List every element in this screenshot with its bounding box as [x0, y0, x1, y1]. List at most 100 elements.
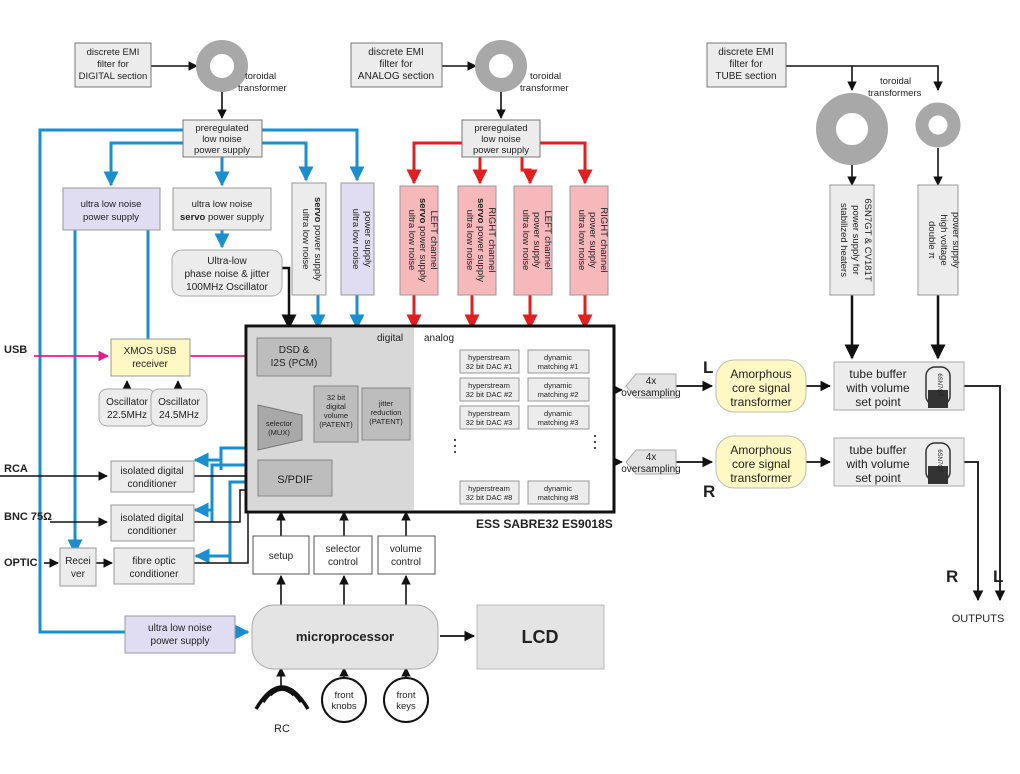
vacuum-tube-right-icon: 6SN7GT [925, 442, 951, 484]
svg-text:ultra low noise: ultra low noise [520, 210, 531, 271]
outputs-label: OUTPUTS [952, 613, 1005, 625]
svg-text:setup: setup [269, 551, 294, 562]
svg-text:ultra low noise: ultra low noise [406, 210, 417, 271]
channel-l-label: L [703, 358, 713, 377]
dsd-i2s-block: DSD &I2S (PCM) [256, 337, 332, 377]
svg-text:ultra low noise: ultra low noise [300, 209, 311, 270]
chip-name-label: ESS SABRE32 ES9018S [476, 517, 613, 531]
analog-servo-supply-right: ultra low noise servo power supply RIGHT… [457, 185, 497, 296]
svg-text:LCD: LCD [522, 627, 559, 647]
svg-text:power supply: power supply [531, 212, 542, 268]
microprocessor-block: microprocessor [251, 604, 439, 670]
digital-servo-power-supply: ultra low noise servo power supply [172, 187, 272, 231]
svg-text:servo power supply: servo power supply [180, 212, 264, 223]
setup-block: setup [252, 535, 310, 575]
digital-power-supply-vertical: ultra low noise power supply [340, 182, 375, 296]
analog-supply-right: ultra low noise power supply RIGHT chann… [569, 185, 609, 296]
svg-text:LEFT channel: LEFT channel [542, 211, 553, 270]
hv-toroidal-transformer-icon [915, 102, 961, 148]
rca-input-label: RCA [4, 463, 28, 475]
svg-text:ultra low noise: ultra low noise [350, 209, 361, 270]
svg-text:high voltage: high voltage [938, 214, 949, 265]
bnc-input-label: BNC 75Ω [4, 511, 52, 523]
svg-text:LEFT channel: LEFT channel [428, 211, 439, 270]
svg-text:RIGHT channel: RIGHT channel [486, 207, 497, 272]
output-l-label: L [993, 567, 1003, 586]
svg-text:ultra low noise: ultra low noise [192, 199, 253, 210]
tube-high-voltage-supply: double π high voltage power supply [917, 184, 961, 296]
analog-servo-supply-left: ultra low noise servo power supply LEFT … [399, 185, 439, 296]
svg-text:selector(MUX): selector(MUX) [266, 419, 293, 437]
svg-text:power supply: power supply [950, 212, 961, 268]
tube-heater-supply: stabilized heaters power supply for 6SN7… [829, 184, 875, 296]
svg-text:microprocessor: microprocessor [296, 629, 394, 644]
chip-digital-label: digital [377, 333, 403, 344]
rc-label: RC [274, 723, 290, 735]
lcd-block: LCD [476, 604, 605, 670]
svg-text:power supply: power supply [362, 211, 373, 267]
svg-text:double π: double π [926, 221, 937, 259]
svg-text:power supply: power supply [587, 212, 598, 268]
digital-servo-power-supply-vertical: ultra low noise servo power supply [291, 182, 327, 296]
svg-text:servo power supply: servo power supply [312, 197, 323, 281]
svg-text:6SN7GT: 6SN7GT [936, 373, 942, 397]
analog-toroidal-transformer-icon [475, 40, 527, 92]
vacuum-tube-left-icon: 6SN7GT [925, 366, 951, 408]
svg-text:6SN7GT & CV181T: 6SN7GT & CV181T [862, 198, 873, 281]
svg-text:6SN7GT: 6SN7GT [936, 449, 942, 473]
dac-chip: digital analog DSD &I2S (PCM) selector(M… [244, 324, 616, 514]
usb-input-label: USB [4, 344, 27, 356]
